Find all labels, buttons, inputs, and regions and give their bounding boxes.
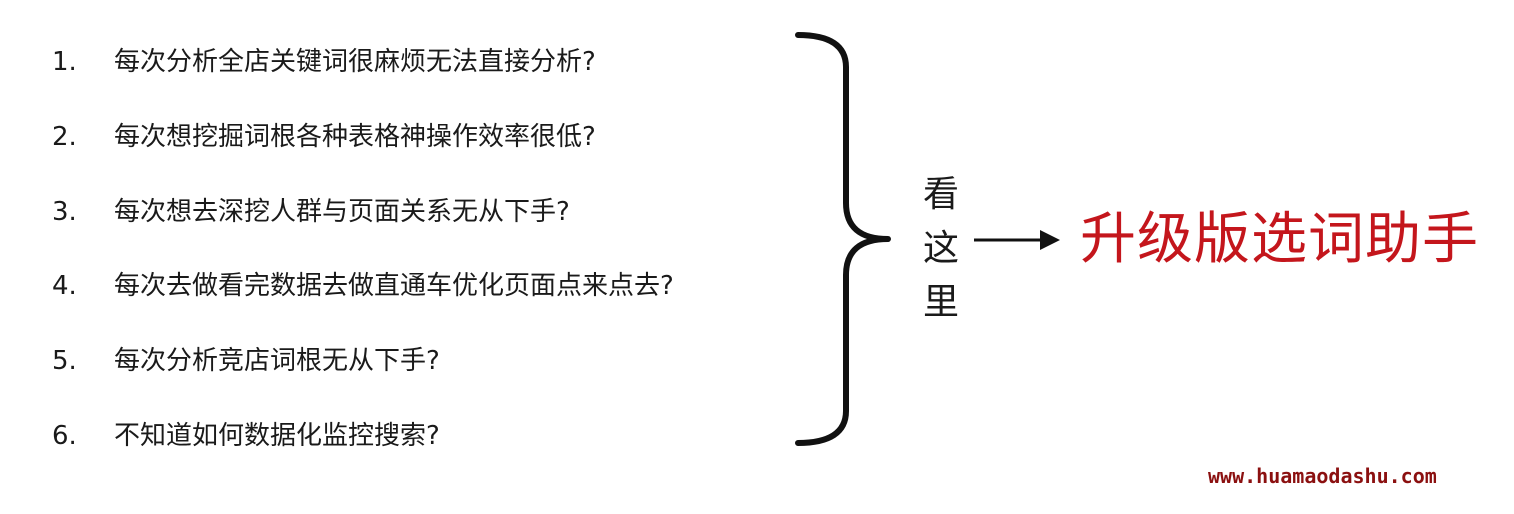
right-arrow-icon: [974, 230, 1060, 250]
look-here-char: 看: [922, 174, 959, 215]
question-number: 5.: [52, 346, 77, 376]
question-item-4: 4. 每次去做看完数据去做直通车优化页面点来点去?: [0, 266, 800, 306]
look-here-char: 这: [922, 228, 959, 269]
question-text: 每次分析全店关键词很麻烦无法直接分析?: [114, 47, 596, 77]
question-item-5: 5. 每次分析竞店词根无从下手?: [0, 341, 800, 381]
look-here-label: 看 这 里: [918, 168, 964, 330]
question-number: 1.: [52, 47, 77, 77]
question-text: 每次分析竞店词根无从下手?: [114, 346, 440, 376]
right-curly-brace-icon: [795, 32, 891, 446]
question-number: 2.: [52, 122, 77, 152]
question-text: 每次去做看完数据去做直通车优化页面点来点去?: [114, 271, 674, 301]
question-item-6: 6. 不知道如何数据化监控搜索?: [0, 416, 800, 456]
question-item-1: 1. 每次分析全店关键词很麻烦无法直接分析?: [0, 42, 800, 82]
question-number: 6.: [52, 421, 77, 451]
headline-title: 升级版选词助手: [1080, 207, 1479, 272]
question-text: 不知道如何数据化监控搜索?: [114, 421, 440, 451]
question-item-3: 3. 每次想去深挖人群与页面关系无从下手?: [0, 192, 800, 232]
look-here-char: 里: [922, 282, 959, 323]
question-text: 每次想挖掘词根各种表格神操作效率很低?: [114, 122, 596, 152]
watermark-url: www.huamaodashu.com: [1208, 464, 1437, 488]
question-number: 3.: [52, 197, 77, 227]
question-text: 每次想去深挖人群与页面关系无从下手?: [114, 197, 570, 227]
question-number: 4.: [52, 271, 77, 301]
question-list: 1. 每次分析全店关键词很麻烦无法直接分析? 2. 每次想挖掘词根各种表格神操作…: [0, 42, 800, 456]
question-item-2: 2. 每次想挖掘词根各种表格神操作效率很低?: [0, 117, 800, 157]
